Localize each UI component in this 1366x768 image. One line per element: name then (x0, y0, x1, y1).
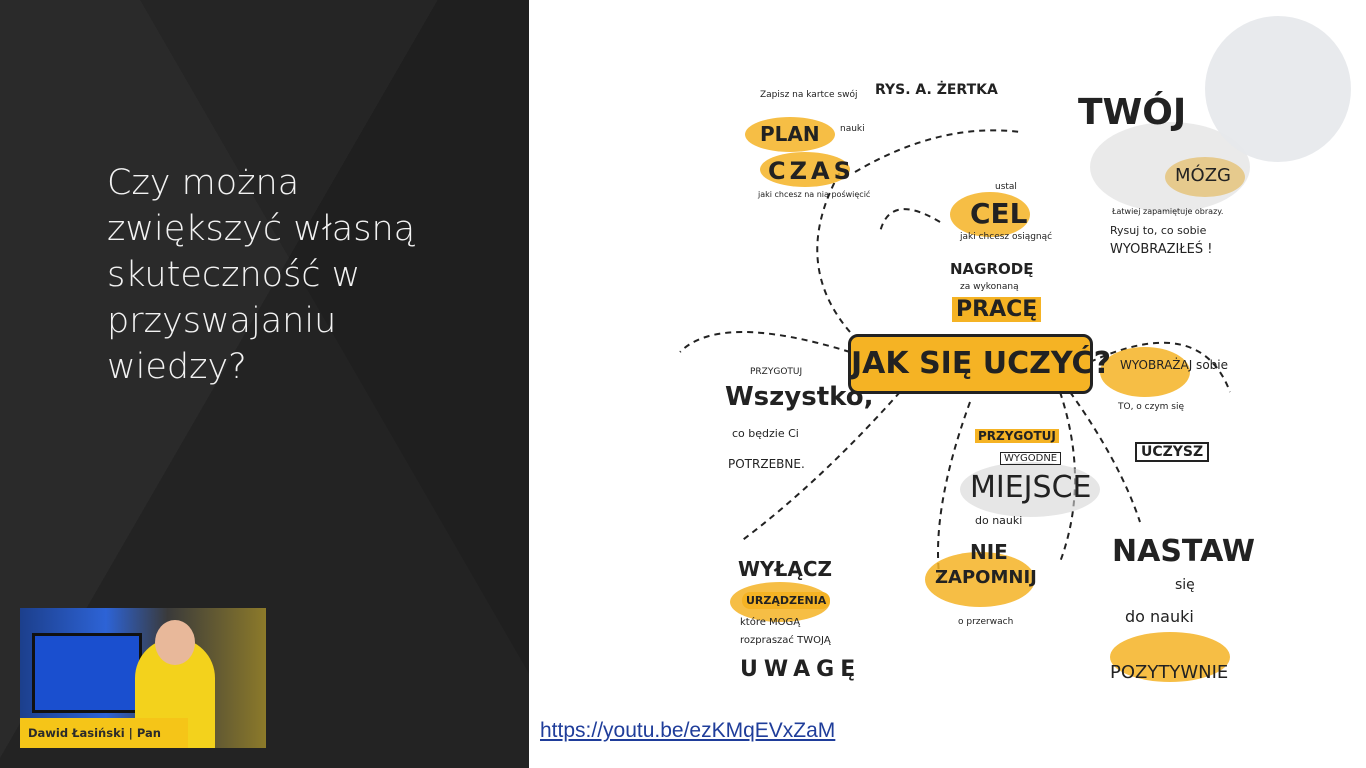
sketch-label: Łatwiej zapamiętuje obrazy. (1112, 207, 1224, 216)
sketch-label: WYOBRAŻAJ sobie (1120, 358, 1228, 372)
sketch-label: się (1175, 577, 1195, 593)
sketch-label: jaki chcesz osiągnąć (960, 232, 1053, 242)
sketch-label: co będzie Ci (732, 427, 799, 440)
sketch-label: które MOGĄ (740, 617, 801, 628)
sketch-label: MIEJSCE (970, 470, 1092, 505)
sketch-author: RYS. A. ŻERTKA (875, 82, 998, 98)
sketch-label: UWAGĘ (740, 657, 862, 682)
power2work-logo (1205, 16, 1351, 162)
sketch-label: do nauki (1125, 607, 1194, 626)
sketch-label: PRZYGOTUJ (975, 429, 1059, 443)
sketch-label: CEL (970, 197, 1028, 230)
sketch-label: TO, o czym się (1118, 402, 1185, 412)
sketch-label: WYOBRAZIŁEŚ ! (1110, 242, 1213, 257)
presenter-head (155, 620, 195, 665)
sketch-label: POZYTYWNIE (1110, 662, 1229, 683)
sketch-label: WYGODNE (1000, 452, 1062, 465)
sketch-label: Rysuj to, co sobie (1110, 224, 1207, 237)
sketch-label: MÓZG (1175, 165, 1231, 186)
sketch-label: NASTAW (1112, 534, 1256, 569)
sketch-label: NAGRODĘ (950, 260, 1034, 278)
sketch-label: nauki (840, 124, 865, 134)
sketch-label: PRACĘ (952, 297, 1042, 322)
sketch-label: ZAPOMNIJ (935, 567, 1037, 588)
slide-left-panel: Czy można zwiększyć własną skuteczność w… (0, 0, 529, 768)
sketch-label: WYŁĄCZ (738, 557, 833, 581)
bookshelf (32, 633, 142, 713)
sketch-label: NIE (970, 540, 1008, 564)
slide-title: Czy można zwiększyć własną skuteczność w… (107, 163, 416, 387)
sketch-center-title: JAK SIĘ UCZYĆ? (848, 334, 1111, 394)
sketch-label: rozpraszać TWOJĄ (740, 635, 831, 646)
sketch-label: POTRZEBNE. (728, 457, 805, 471)
sketch-label: PRZYGOTUJ (750, 367, 803, 377)
sketch-label: do nauki (975, 514, 1023, 527)
youtube-link[interactable]: https://youtu.be/ezKMqEVxZaM (540, 719, 836, 742)
sketch-label: za wykonaną (960, 282, 1019, 292)
sketch-label: jaki chcesz na nią poświęcić (758, 190, 871, 199)
sketch-label: PLAN (760, 122, 820, 146)
sketch-label: CZAS (768, 157, 855, 185)
sketch-label: o przerwach (958, 617, 1014, 627)
sketchnote-image: Zapisz na kartce swój PLAN nauki CZAS ja… (640, 62, 1270, 702)
sketch-label: URZĄDZENIA (742, 592, 831, 609)
sketch-label: UCZYSZ (1135, 442, 1210, 462)
sketch-label: TWÓJ (1078, 92, 1187, 133)
sketch-label: Zapisz na kartce swój (760, 90, 858, 100)
sketch-label: Wszystko, (725, 382, 874, 412)
webcam-caption: Dawid Łasiński | Pan Belfer (20, 718, 188, 748)
webcam-overlay: Dawid Łasiński | Pan Belfer (20, 608, 266, 748)
sketch-label: ustal (995, 182, 1017, 192)
